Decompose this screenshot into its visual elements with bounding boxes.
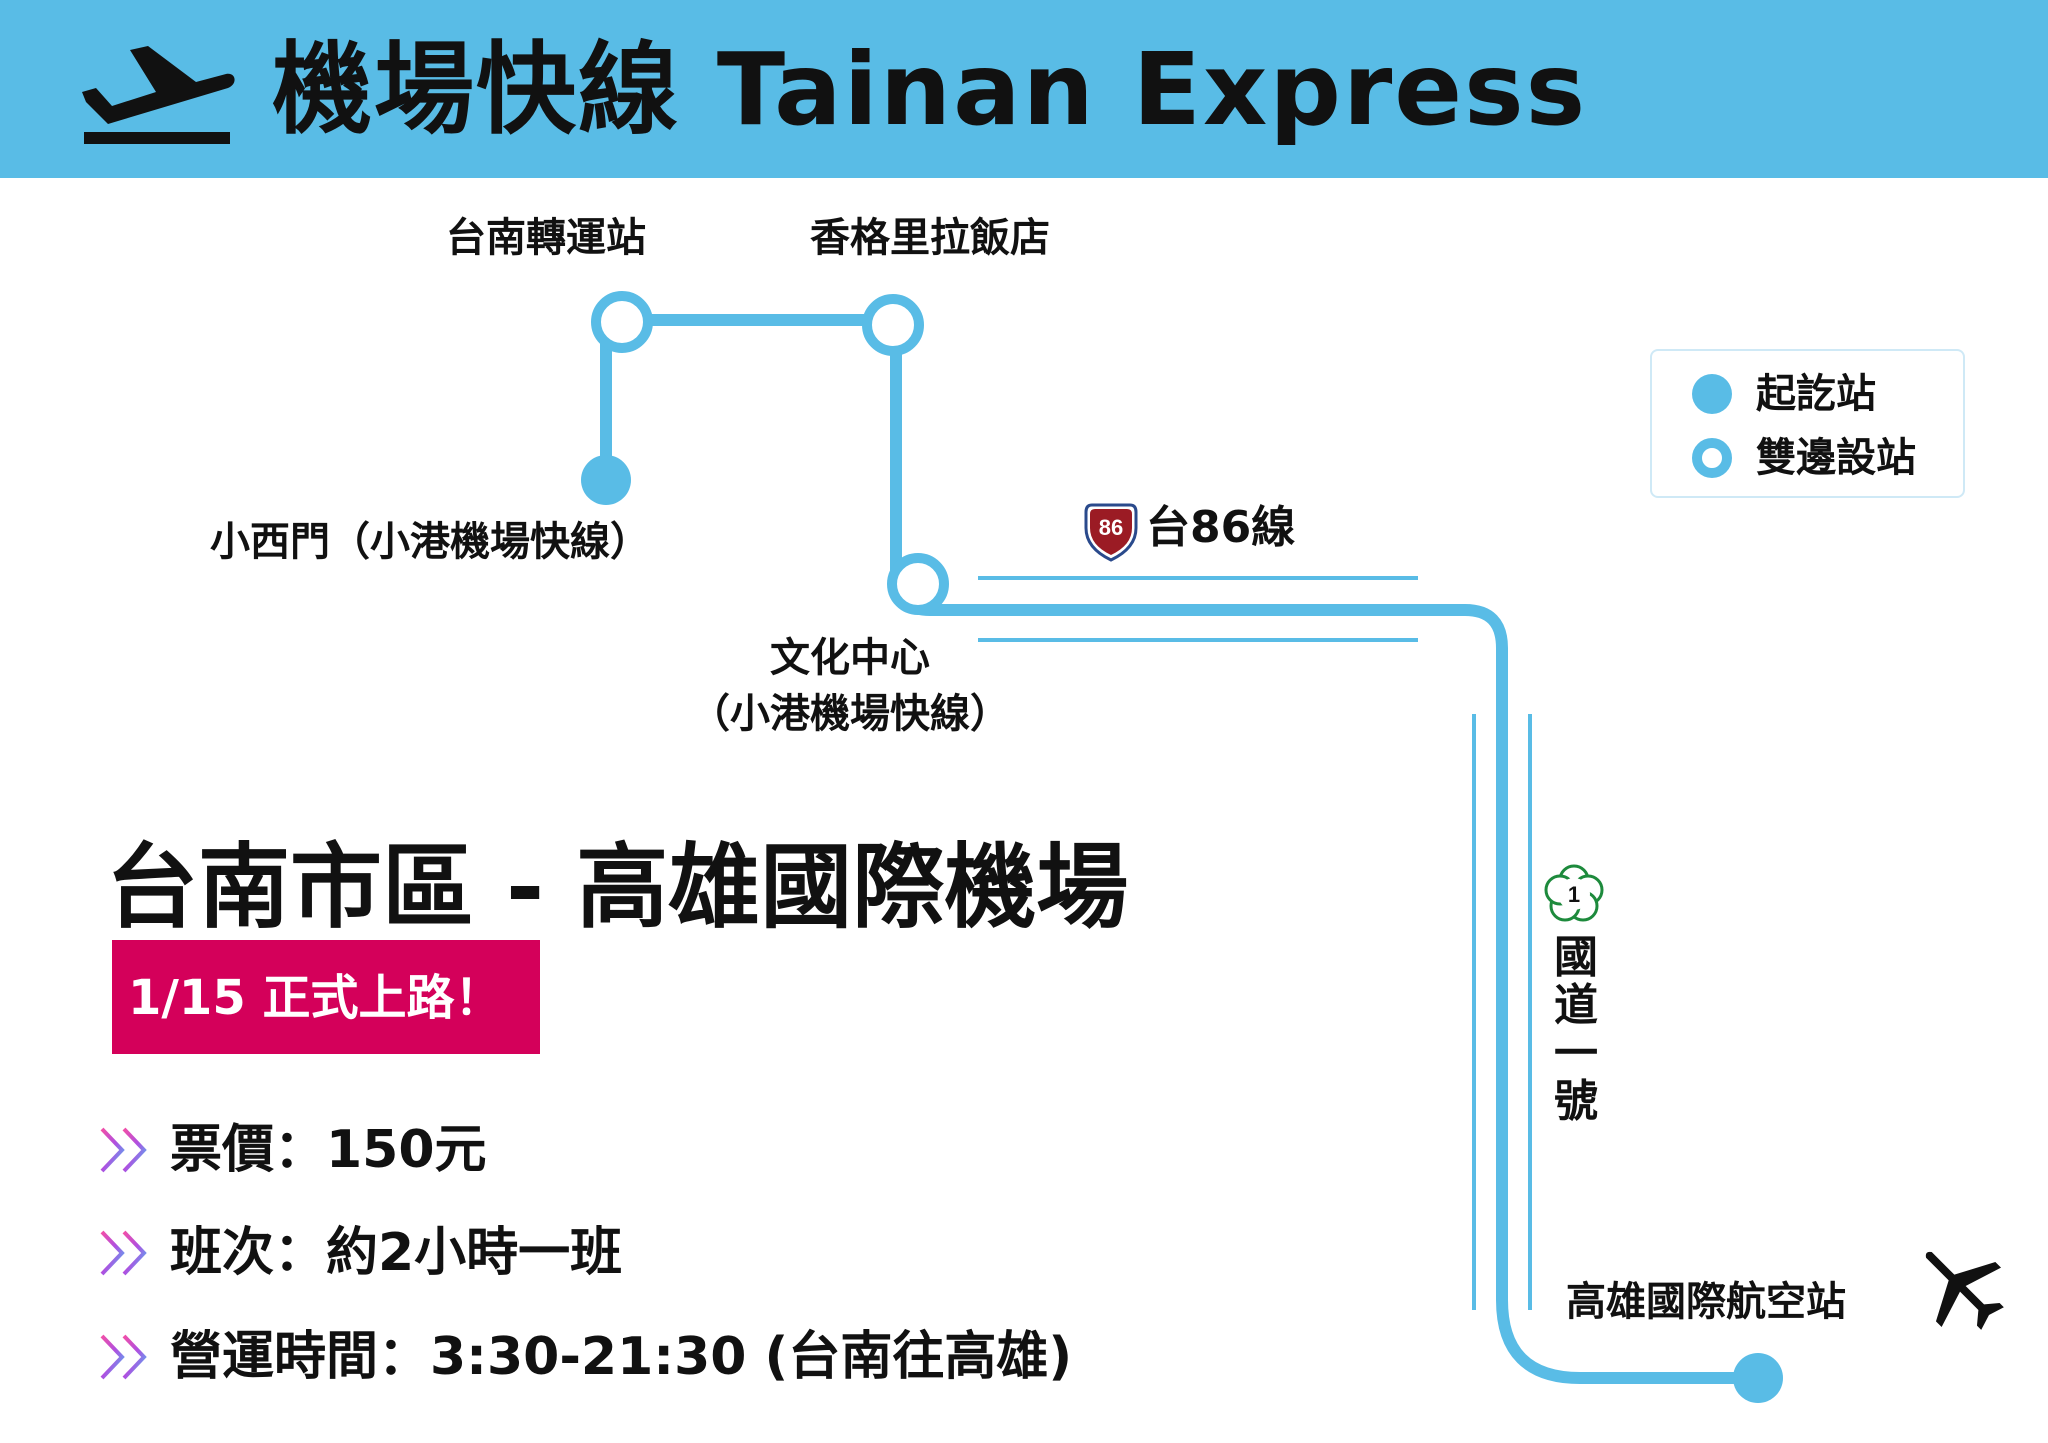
info-row-frequency: 班次：約2小時一班 (98, 1218, 1098, 1288)
double-chevron-icon (100, 1127, 147, 1173)
route-title: 台南市區 - 高雄國際機場 (106, 834, 1129, 941)
station-shangri-la-marker (862, 294, 924, 356)
terminal-station-dot-icon (1692, 374, 1732, 414)
info-fare-text: 票價：150元 (170, 1120, 487, 1180)
freeway-1-shield-icon: 1 (1544, 864, 1604, 922)
svg-text:1: 1 (1568, 882, 1580, 907)
airplane-takeoff-icon (82, 46, 235, 144)
legend-terminal-station-label: 起訖站 (1756, 371, 1876, 417)
launch-badge: 1/15 正式上路！ (112, 940, 540, 1054)
legend-bidirectional-station: 雙邊設站 (1672, 433, 1952, 483)
freeway-1-label: 國道一號 (1554, 932, 1598, 1127)
route-86-shield-icon: 86 (1084, 503, 1138, 562)
info-row-hours: 營運時間：3:30-21:30 (台南往高雄) (98, 1322, 1098, 1392)
station-label-culture-center: 文化中心 (770, 635, 930, 681)
station-airport-marker (1733, 1353, 1783, 1403)
station-label-xiaoximen: 小西門（小港機場快線） (210, 519, 650, 565)
station-tainan-transit-marker (591, 291, 653, 353)
launch-text: 1/15 正式上路！ (128, 970, 503, 1026)
double-chevron-icon (100, 1334, 147, 1380)
legend-terminal-station: 起訖站 (1672, 369, 1952, 419)
page-title: 機場快線 Tainan Express (272, 31, 1588, 148)
svg-text:86: 86 (1099, 515, 1123, 540)
info-row-fare: 票價：150元 (98, 1115, 1098, 1185)
info-frequency-text: 班次：約2小時一班 (170, 1223, 623, 1283)
info-hours-text: 營運時間：3:30-21:30 (台南往高雄) (170, 1327, 1073, 1387)
airplane-icon (1925, 1251, 2004, 1330)
route-86-label: 台86線 (1146, 502, 1296, 553)
double-chevron-icon (100, 1230, 147, 1276)
station-label-shangri-la: 香格里拉飯店 (810, 215, 1050, 261)
map-legend: 起訖站 雙邊設站 (1650, 349, 1965, 498)
header-bar: 機場快線 Tainan Express (0, 0, 2048, 178)
legend-bidirectional-station-label: 雙邊設站 (1756, 435, 1916, 481)
station-label-culture-center-note: （小港機場快線） (690, 691, 1010, 737)
station-label-airport: 高雄國際航空站 (1566, 1279, 1846, 1325)
station-xiaoximen-marker (581, 455, 631, 505)
bidirectional-station-ring-icon (1692, 438, 1732, 478)
station-culture-center-marker (887, 553, 949, 615)
station-label-tainan-transit: 台南轉運站 (446, 215, 646, 261)
